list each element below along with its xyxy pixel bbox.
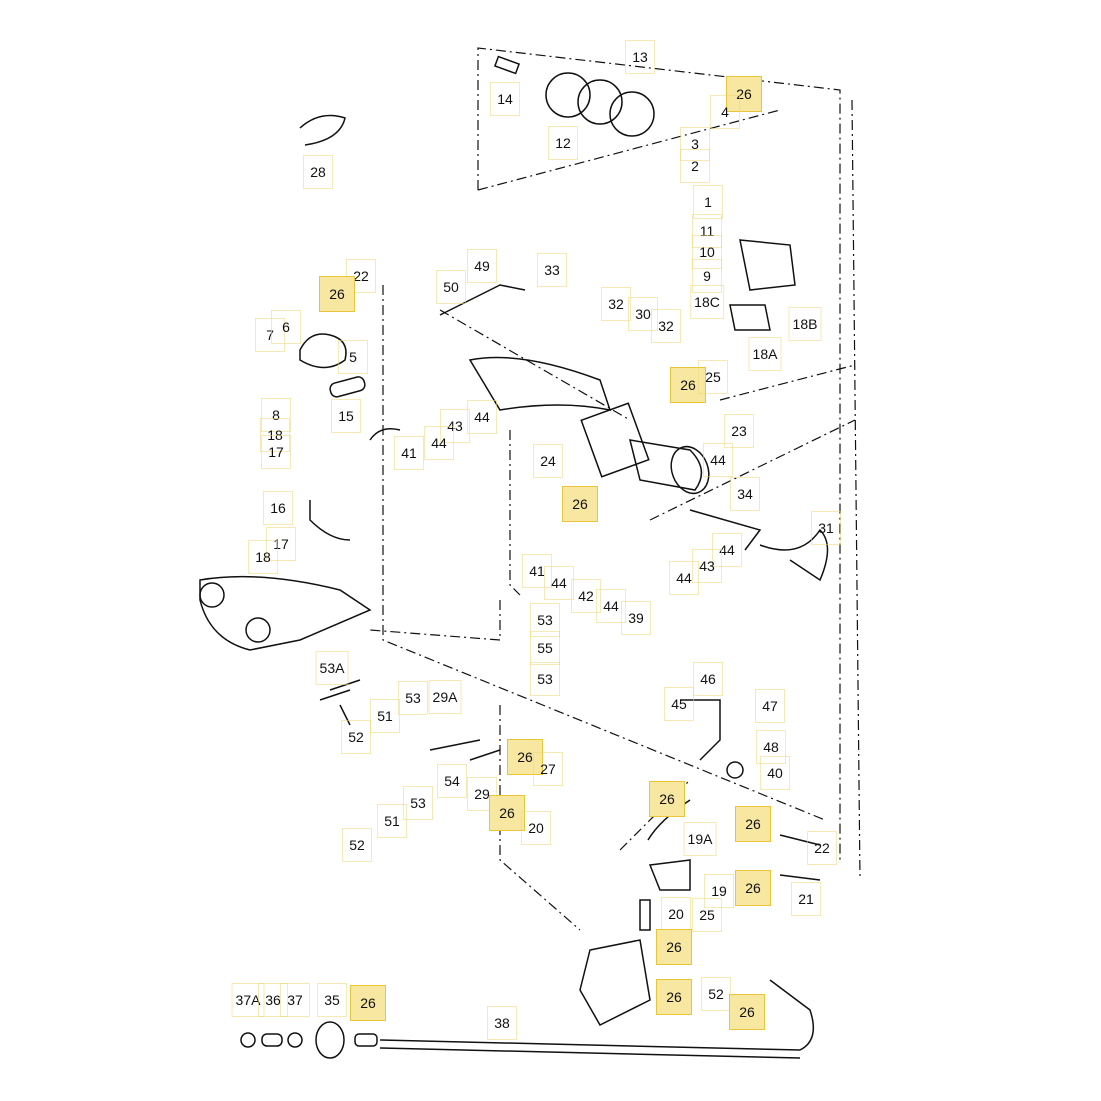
part-callout-46[interactable]: 46 bbox=[693, 662, 723, 696]
part-callout-26[interactable]: 26 bbox=[726, 76, 762, 112]
part-callout-18b[interactable]: 18B bbox=[788, 307, 822, 341]
part-callout-44[interactable]: 44 bbox=[544, 566, 574, 600]
part-callout-53a[interactable]: 53A bbox=[315, 651, 349, 685]
part-callout-44[interactable]: 44 bbox=[703, 443, 733, 477]
part-callout-26[interactable]: 26 bbox=[562, 486, 598, 522]
part-callout-5[interactable]: 5 bbox=[338, 340, 368, 374]
part-callout-6[interactable]: 6 bbox=[271, 310, 301, 344]
part-callout-8[interactable]: 8 bbox=[261, 398, 291, 432]
part-callout-29a[interactable]: 29A bbox=[428, 680, 462, 714]
part-callout-40[interactable]: 40 bbox=[760, 756, 790, 790]
part-callout-29[interactable]: 29 bbox=[467, 777, 497, 811]
part-callout-28[interactable]: 28 bbox=[303, 155, 333, 189]
part-callout-18a[interactable]: 18A bbox=[748, 337, 782, 371]
part-callout-26[interactable]: 26 bbox=[319, 276, 355, 312]
part-callout-39[interactable]: 39 bbox=[621, 601, 651, 635]
part-callout-36[interactable]: 36 bbox=[258, 983, 288, 1017]
part-callout-17[interactable]: 17 bbox=[261, 435, 291, 469]
part-callout-18[interactable]: 18 bbox=[248, 540, 278, 574]
part-callout-22[interactable]: 22 bbox=[807, 831, 837, 865]
part-callout-26[interactable]: 26 bbox=[656, 979, 692, 1015]
part-callout-50[interactable]: 50 bbox=[436, 270, 466, 304]
part-callout-37[interactable]: 37 bbox=[280, 983, 310, 1017]
part-callout-20[interactable]: 20 bbox=[661, 897, 691, 931]
part-callout-53[interactable]: 53 bbox=[530, 662, 560, 696]
part-callout-26[interactable]: 26 bbox=[729, 994, 765, 1030]
component-sketches bbox=[199, 55, 829, 1059]
part-callout-26[interactable]: 26 bbox=[735, 806, 771, 842]
part-callout-16[interactable]: 16 bbox=[263, 491, 293, 525]
part-callout-30[interactable]: 30 bbox=[628, 297, 658, 331]
part-callout-41[interactable]: 41 bbox=[522, 554, 552, 588]
part-callout-18c[interactable]: 18C bbox=[690, 285, 724, 319]
part-callout-10[interactable]: 10 bbox=[692, 235, 722, 269]
part-callout-32[interactable]: 32 bbox=[651, 309, 681, 343]
part-callout-13[interactable]: 13 bbox=[625, 40, 655, 74]
part-callout-23[interactable]: 23 bbox=[724, 414, 754, 448]
part-callout-33[interactable]: 33 bbox=[537, 253, 567, 287]
part-callout-2[interactable]: 2 bbox=[680, 149, 710, 183]
part-callout-55[interactable]: 55 bbox=[530, 631, 560, 665]
part-callout-1[interactable]: 1 bbox=[693, 185, 723, 219]
part-callout-14[interactable]: 14 bbox=[490, 82, 520, 116]
part-callout-38[interactable]: 38 bbox=[487, 1006, 517, 1040]
part-callout-24[interactable]: 24 bbox=[533, 444, 563, 478]
part-callout-52[interactable]: 52 bbox=[342, 828, 372, 862]
part-callout-52[interactable]: 52 bbox=[701, 977, 731, 1011]
part-callout-51[interactable]: 51 bbox=[377, 804, 407, 838]
part-callout-26[interactable]: 26 bbox=[507, 739, 543, 775]
part-callout-51[interactable]: 51 bbox=[370, 699, 400, 733]
part-callout-43[interactable]: 43 bbox=[692, 549, 722, 583]
part-callout-45[interactable]: 45 bbox=[664, 687, 694, 721]
part-callout-54[interactable]: 54 bbox=[437, 764, 467, 798]
part-callout-41[interactable]: 41 bbox=[394, 436, 424, 470]
part-callout-44[interactable]: 44 bbox=[669, 561, 699, 595]
part-callout-3[interactable]: 3 bbox=[680, 127, 710, 161]
part-callout-47[interactable]: 47 bbox=[755, 689, 785, 723]
part-callout-53[interactable]: 53 bbox=[403, 786, 433, 820]
part-callout-35[interactable]: 35 bbox=[317, 983, 347, 1017]
part-callout-26[interactable]: 26 bbox=[670, 367, 706, 403]
part-callout-49[interactable]: 49 bbox=[467, 249, 497, 283]
part-callout-19a[interactable]: 19A bbox=[683, 822, 717, 856]
part-callout-37a[interactable]: 37A bbox=[231, 983, 265, 1017]
part-callout-26[interactable]: 26 bbox=[350, 985, 386, 1021]
part-callout-15[interactable]: 15 bbox=[331, 399, 361, 433]
part-callout-44[interactable]: 44 bbox=[424, 426, 454, 460]
part-callout-9[interactable]: 9 bbox=[692, 259, 722, 293]
part-callout-34[interactable]: 34 bbox=[730, 477, 760, 511]
part-callout-26[interactable]: 26 bbox=[649, 781, 685, 817]
part-callout-44[interactable]: 44 bbox=[467, 400, 497, 434]
part-callout-21[interactable]: 21 bbox=[791, 882, 821, 916]
part-callout-44[interactable]: 44 bbox=[712, 533, 742, 567]
part-callout-42[interactable]: 42 bbox=[571, 579, 601, 613]
part-callout-31[interactable]: 31 bbox=[811, 511, 841, 545]
part-callout-25[interactable]: 25 bbox=[692, 898, 722, 932]
part-callout-26[interactable]: 26 bbox=[735, 870, 771, 906]
part-callout-25[interactable]: 25 bbox=[698, 360, 728, 394]
part-callout-32[interactable]: 32 bbox=[601, 287, 631, 321]
part-callout-26[interactable]: 26 bbox=[656, 929, 692, 965]
part-callout-53[interactable]: 53 bbox=[398, 681, 428, 715]
part-callout-26[interactable]: 26 bbox=[489, 795, 525, 831]
part-callout-44[interactable]: 44 bbox=[596, 589, 626, 623]
part-callout-53[interactable]: 53 bbox=[530, 603, 560, 637]
part-callout-12[interactable]: 12 bbox=[548, 126, 578, 160]
part-callout-48[interactable]: 48 bbox=[756, 730, 786, 764]
part-callout-4[interactable]: 4 bbox=[710, 95, 740, 129]
part-callout-7[interactable]: 7 bbox=[255, 318, 285, 352]
part-callout-20[interactable]: 20 bbox=[521, 811, 551, 845]
part-callout-27[interactable]: 27 bbox=[533, 752, 563, 786]
part-callout-19[interactable]: 19 bbox=[704, 874, 734, 908]
part-callout-52[interactable]: 52 bbox=[341, 720, 371, 754]
